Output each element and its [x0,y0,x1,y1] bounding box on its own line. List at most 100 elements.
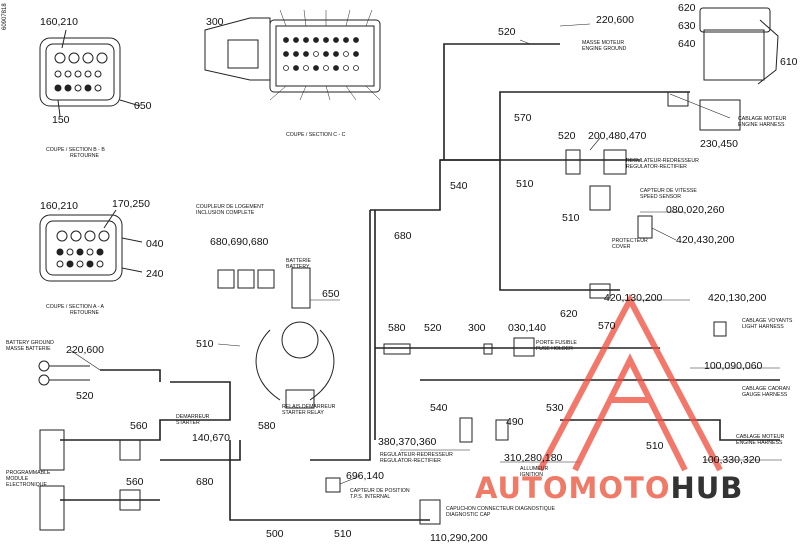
callout-540-low: 540 [430,402,448,414]
callout-300: 300 [206,16,224,28]
callout-170-250: 170,250 [112,198,150,210]
logo-part-automoto: AUTOMOTO [475,471,671,505]
caption-starter-1: DEMARREUR [176,414,210,420]
callout-580-low: 580 [258,420,276,432]
caption-speed-sensor-1: CAPTEUR DE VITESSE [640,188,697,194]
callout-220-600-left: 220,600 [66,344,104,356]
caption-section-a-sub: RETOURNE [70,310,100,316]
callout-310-280-180: 310,280,180 [504,452,563,464]
callout-620-mid: 620 [560,308,578,320]
callout-560-low: 560 [126,476,144,488]
callout-420-430-200-top: 420,430,200 [676,234,735,246]
caption-protect-2: COVER [612,244,631,250]
callout-540-top: 540 [450,180,468,192]
callout-380-370-360: 380,370,360 [378,436,437,448]
caption-tps-2: T.P.S. INTERNAL [350,494,391,500]
callout-680-top: 680 [394,230,412,242]
callout-610: 610 [780,56,798,68]
callout-630: 630 [678,20,696,32]
caption-masse-moteur-2: ENGINE GROUND [582,46,627,52]
caption-ecm-1: PROGRAMMABLE [6,470,51,476]
callout-696-140: 696,140 [346,470,384,482]
callout-680-low: 680 [196,476,214,488]
callout-510-top: 510 [516,178,534,190]
caption-regulator-low-1: REGULATEUR-REDRESSEUR [380,452,453,458]
caption-regulator-low-2: REGULATOR-RECTIFIER [380,458,441,464]
caption-coupleur-1: COUPLEUR DE LOGEMENT [196,204,265,210]
callout-510-left: 510 [196,338,214,350]
caption-masse-moteur-1: MASSE MOTEUR [582,40,625,46]
callout-220-600-top: 220,600 [596,14,634,26]
caption-voyant-2: LIGHT HARNESS [742,324,784,330]
caption-cadran-1: CABLAGE CADRAN [742,386,790,392]
callout-030-140: 030,140 [508,322,546,334]
callout-420-130-200: 420,130,200 [604,292,663,304]
callout-560-top: 560 [130,420,148,432]
callout-680-690-680: 680,690,680 [210,236,269,248]
callout-580-mid: 580 [388,322,406,334]
callout-300-center: 300 [468,322,486,334]
caption-starter-relay-1: RELAIS DEMARREUR [282,404,336,410]
callout-200-480-470: 200,480,470 [588,130,647,142]
logo-part-hub: HUB [670,471,744,505]
caption-speed-sensor-2: SPEED SENSOR [640,194,681,200]
caption-battery-2: BATTERY [286,264,310,270]
caption-section-a: COUPE / SECTION A - A [46,304,104,310]
connector-section-b [39,29,141,117]
ecm-modules [39,429,141,531]
caption-fusible-1: PORTE FUSIBLE [536,340,577,346]
callout-510-bottom: 510 [334,528,352,540]
connector-section-c [204,9,381,101]
caption-section-b: COUPE / SECTION B - B [46,147,105,153]
caption-voyant-1: CABLAGE VOYANTS [742,318,793,324]
caption-section-b-sub: RETOURNE [70,153,100,159]
callout-640: 640 [678,38,696,50]
callout-620: 620 [678,2,696,14]
callout-140-670: 140,670 [192,432,230,444]
callout-500: 500 [266,528,284,540]
caption-starter-relay-2: STARTER RELAY [282,410,324,416]
callout-040: 040 [146,238,164,250]
callout-080-020-260: 080,020,260 [666,204,725,216]
caption-starter-2: STARTER [176,420,200,426]
caption-battery-ground-2: MASSE BATTERIE [6,346,51,352]
callout-050: 050 [134,100,152,112]
caption-protect-1: PROTECTEUR [612,238,648,244]
callout-100-330-320: 100,330,320 [702,454,761,466]
caption-battery-ground-1: BATTERY GROUND [6,340,54,346]
caption-section-c: COUPE / SECTION C - C [286,132,346,138]
engine-harness-assembly [667,7,779,131]
caption-coupleur-2: INCLUSION COMPLETE [196,210,255,216]
callout-530: 530 [546,402,564,414]
caption-cap-2: DIAGNOSTIC CAP [446,512,491,518]
callout-230-450: 230,450 [700,138,738,150]
connector-section-a [39,209,143,282]
callout-150: 150 [52,114,70,126]
callout-240: 240 [146,268,164,280]
caption-fusible-2: FUSE HOLDER [536,346,573,352]
caption-moteur-2: ENGINE HARNESS [736,440,783,446]
caption-regulator-2: REGULATOR-RECTIFIER [626,164,687,170]
callout-100-090-060: 100,090,060 [704,360,763,372]
drawing-ref-number: 60907818 [2,3,8,30]
caption-ignition-2: IGNITION [520,472,544,478]
logo-triangle-mark [537,293,723,472]
caption-battery-1: BATTERIE [286,258,311,264]
caption-tps-1: CAPTEUR DE POSITION [350,488,410,494]
caption-harness-1: CABLAGE MOTEUR [738,116,787,122]
relay-cluster [217,267,335,409]
callout-520-center: 520 [424,322,442,334]
callout-570-right: 570 [598,320,616,332]
battery-symbol [38,360,90,386]
callout-510-mid: 510 [562,212,580,224]
callout-510-low: 510 [646,440,664,452]
caption-cadran-2: GAUGE HARNESS [742,392,788,398]
caption-cap-1: CAPUCHON CONNECTEUR DIAGNOSTIQUE [446,506,555,512]
callout-650: 650 [322,288,340,300]
center-connectors [325,149,727,525]
callout-520-left: 520 [76,390,94,402]
callout-160-210-mid: 160,210 [40,200,78,212]
caption-ecm-3: ELECTRONIQUE [6,482,47,488]
caption-harness-2: ENGINE HARNESS [738,122,785,128]
